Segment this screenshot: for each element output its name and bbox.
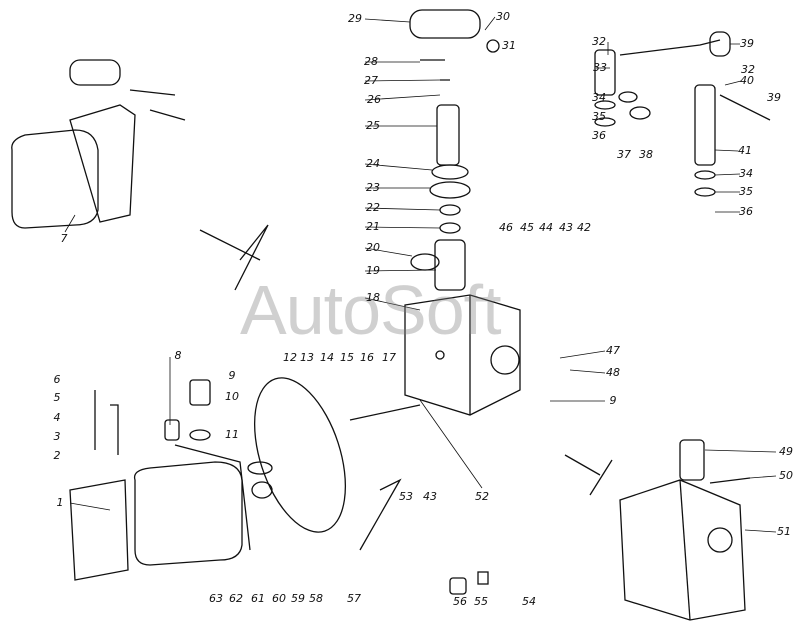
part-label: 13 [300, 351, 314, 364]
part-label: 19 [366, 264, 380, 277]
part-label: 23 [366, 181, 380, 194]
part-label: 14 [320, 351, 334, 364]
part-label: 34 [739, 167, 753, 180]
leader-lines [64, 16, 777, 533]
part-label: 60 [272, 592, 286, 605]
reservoir-illustration [69, 377, 489, 595]
part-label: 5 [53, 391, 61, 404]
part-label: 39 [740, 37, 754, 50]
part-label: 44 [539, 221, 553, 234]
part-label: 32 [741, 63, 755, 76]
part-label: 53 [399, 490, 413, 503]
part-label: 48 [606, 366, 620, 379]
part-label: 28 [364, 55, 378, 68]
part-label: 49 [779, 445, 793, 458]
part-label: 35 [739, 185, 753, 198]
part-label: 46 [499, 221, 513, 234]
part-label: 20 [366, 241, 380, 254]
part-label: 22 [366, 201, 380, 214]
part-label: 62 [229, 592, 243, 605]
part-label: 39 [767, 91, 781, 104]
part-label: 25 [366, 119, 380, 132]
secondary-body-illustration [564, 439, 751, 621]
part-label: 8 [174, 349, 182, 362]
part-label: 42 [577, 221, 591, 234]
part-label: 11 [225, 428, 239, 441]
part-label: 18 [366, 291, 380, 304]
part-label: 47 [606, 344, 620, 357]
part-label: 6 [53, 373, 61, 386]
part-label: 12 [283, 351, 297, 364]
part-label: 45 [520, 221, 534, 234]
part-label: 10 [225, 390, 239, 403]
part-label: 35 [592, 110, 606, 123]
part-label: 4 [53, 411, 61, 424]
part-label: 36 [592, 129, 606, 142]
part-label: 54 [522, 595, 536, 608]
part-label: 63 [209, 592, 223, 605]
part-label: 56 [453, 595, 467, 608]
part-label: 58 [309, 592, 323, 605]
part-label: 21 [366, 220, 380, 233]
part-label: 17 [382, 351, 396, 364]
part-label: 51 [777, 525, 791, 538]
watermark: AutoSoft [240, 271, 502, 349]
part-label: 3 [53, 430, 61, 443]
part-label: 40 [740, 74, 754, 87]
part-label: 16 [360, 351, 374, 364]
valve-stack-illustration [409, 9, 500, 291]
part-label: 24 [366, 157, 380, 170]
part-label: 26 [367, 93, 381, 106]
part-label: 27 [364, 74, 378, 87]
part-label: 1 [56, 496, 64, 509]
valve-body-illustration [404, 294, 521, 416]
part-label: 34 [592, 91, 606, 104]
part-label: 57 [347, 592, 361, 605]
part-label: 15 [340, 351, 354, 364]
part-label: 55 [474, 595, 488, 608]
part-label: 31 [502, 39, 516, 52]
assembled-pump-illustration [11, 59, 269, 291]
part-label: 43 [423, 490, 437, 503]
part-label: 52 [475, 490, 489, 503]
part-label: 36 [739, 205, 753, 218]
part-label: 38 [639, 148, 653, 161]
part-label: 41 [738, 144, 752, 157]
part-label: 59 [291, 592, 305, 605]
part-label: 43 [559, 221, 573, 234]
part-label: 7 [60, 232, 68, 245]
part-label: 33 [593, 61, 607, 74]
part-label: 30 [496, 10, 510, 23]
part-label: 9 [228, 369, 236, 382]
part-label: 37 [617, 148, 631, 161]
part-label: 9 [609, 394, 617, 407]
part-label: 61 [251, 592, 265, 605]
part-label: 32 [592, 35, 606, 48]
part-label: 29 [348, 12, 362, 25]
part-label: 50 [779, 469, 793, 482]
part-label: 2 [53, 449, 61, 462]
